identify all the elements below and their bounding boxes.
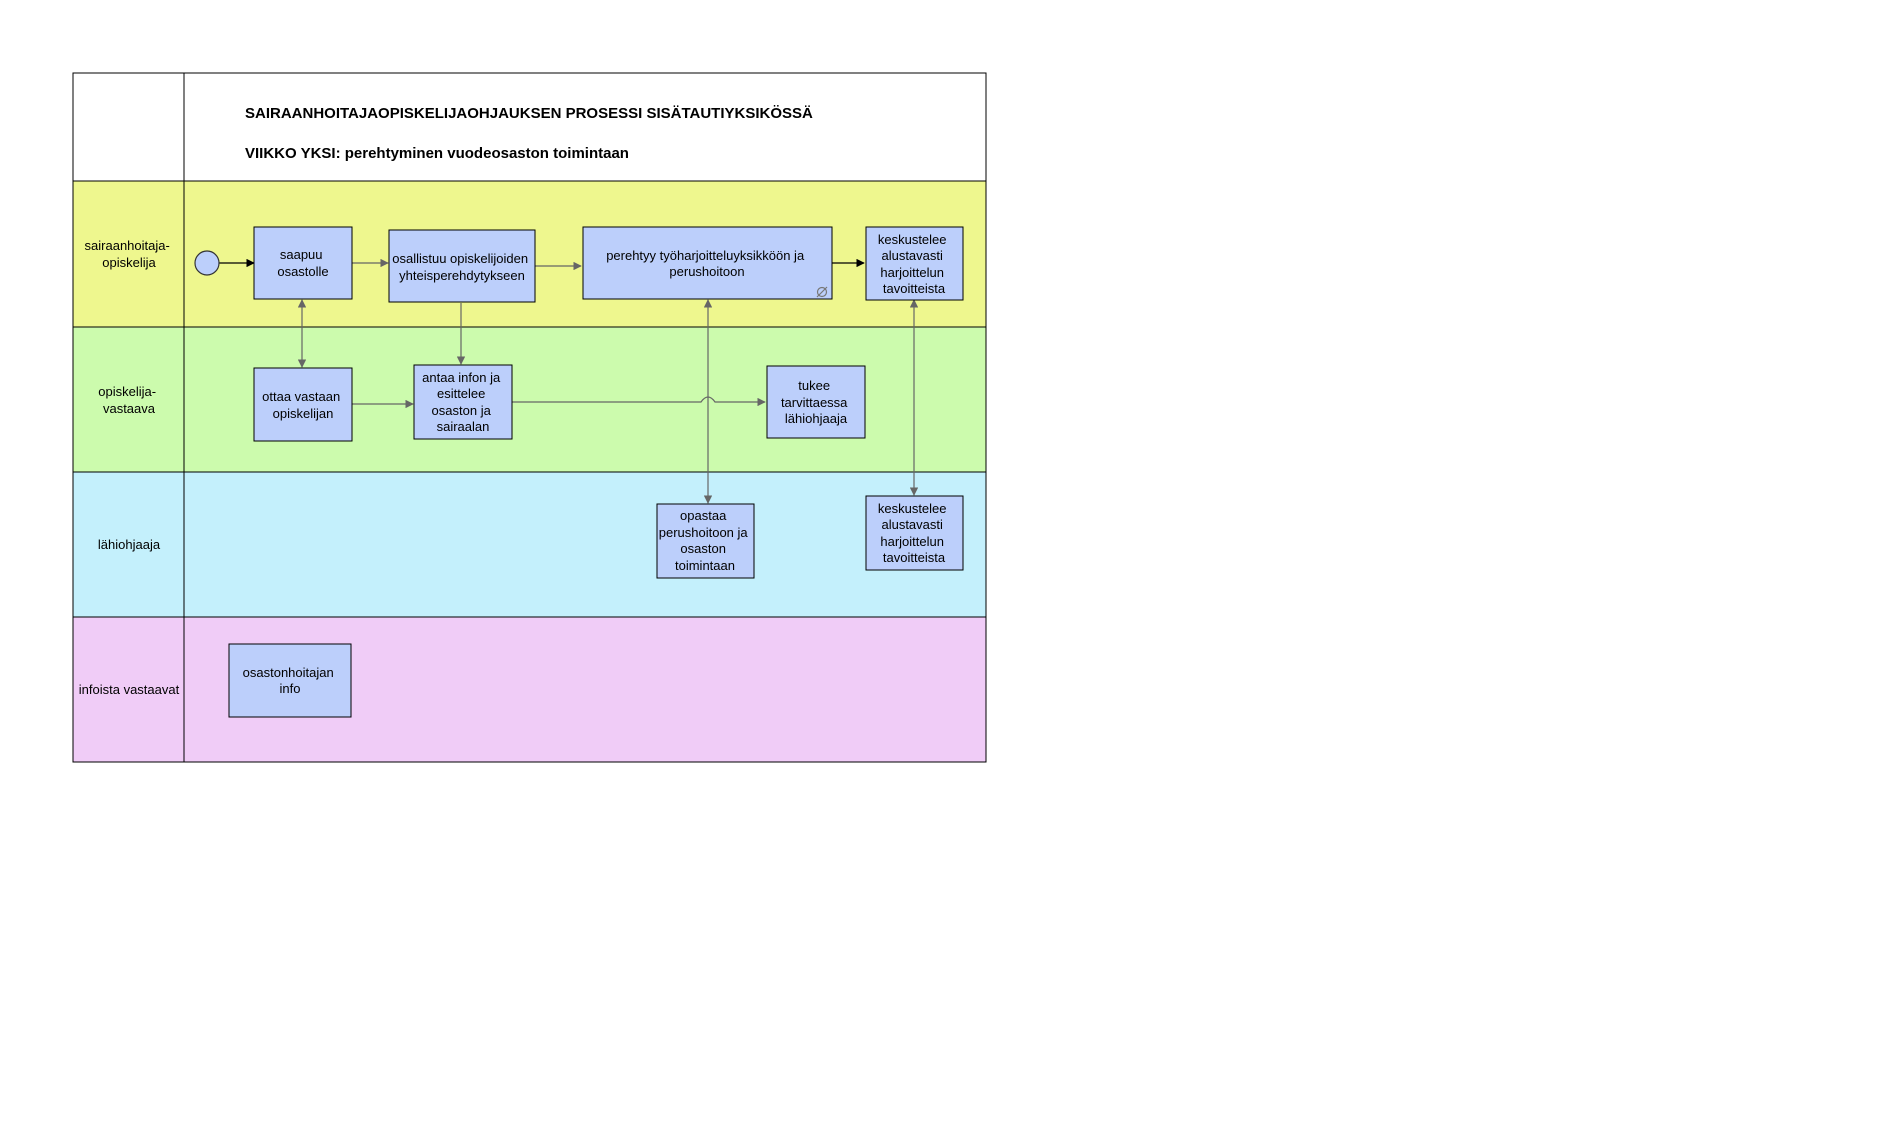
task-label: keskustelee alustavasti harjoittelun tav… xyxy=(878,232,950,296)
task-label: antaa infon ja esittelee osaston ja sair… xyxy=(422,370,504,434)
task-osallistuu-yhteisperehdytykseen[interactable]: osallistuu opiskelijoiden yhteisperehdyt… xyxy=(388,229,536,303)
task-label: ottaa vastaan opiskelijan xyxy=(262,389,344,421)
lane-label-line: vastaava xyxy=(103,401,156,416)
lane-label-line: opiskelija- xyxy=(98,384,156,399)
task-keskustelee-opiskelija[interactable]: keskustelee alustavasti harjoittelun tav… xyxy=(865,226,964,301)
task-label-line: osaston xyxy=(680,541,726,556)
task-label-line: alustavasti xyxy=(881,248,943,263)
task-label-line: opastaa xyxy=(680,508,727,523)
task-box[interactable] xyxy=(228,643,352,718)
loop-marker-icon xyxy=(816,286,828,298)
lane-lahiohjaaja: lähiohjaaja xyxy=(72,471,987,618)
task-label: tukee tarvittaessa lähiohjaaja xyxy=(781,378,851,426)
lane-label: lähiohjaaja xyxy=(98,537,161,552)
task-label-line: saapuu xyxy=(280,247,323,262)
task-label-line: osastolle xyxy=(277,264,328,279)
lane-label: opiskelija- vastaava xyxy=(98,384,159,416)
task-box[interactable] xyxy=(253,226,353,300)
task-label: keskustelee alustavasti harjoittelun tav… xyxy=(878,501,950,565)
task-label-line: osaston ja xyxy=(432,403,492,418)
task-label-line: osastonhoitajan xyxy=(243,665,334,680)
task-label-line: keskustelee xyxy=(878,232,947,247)
task-label-line: toimintaan xyxy=(675,558,735,573)
task-label-line: harjoittelun xyxy=(880,534,944,549)
task-label-line: tukee xyxy=(798,378,830,393)
task-label-line: info xyxy=(280,681,301,696)
task-label-line: osallistuu opiskelijoiden xyxy=(392,251,528,266)
task-label-line: tavoitteista xyxy=(883,281,946,296)
task-label-line: sairaalan xyxy=(437,419,490,434)
task-label: osallistuu opiskelijoiden yhteisperehdyt… xyxy=(392,251,531,283)
lane-label-line: opiskelija xyxy=(102,255,156,270)
task-label-line: harjoittelun xyxy=(880,265,944,280)
task-label-line: opiskelijan xyxy=(273,406,334,421)
task-box[interactable] xyxy=(388,229,536,303)
task-label-line: tarvittaessa xyxy=(781,395,848,410)
task-label-line: perushoitoon xyxy=(669,264,744,279)
start-event[interactable] xyxy=(194,250,220,276)
task-tukee-lahiohjaaja[interactable]: tukee tarvittaessa lähiohjaaja xyxy=(766,365,866,439)
task-label: osastonhoitajan info xyxy=(243,665,338,696)
task-box[interactable] xyxy=(413,364,513,440)
task-saapuu-osastolle[interactable]: saapuu osastolle xyxy=(253,226,353,300)
lane-background xyxy=(72,616,987,763)
task-box[interactable] xyxy=(766,365,866,439)
lane-label: infoista vastaavat xyxy=(79,682,180,697)
lane-label-line: sairaanhoitaja- xyxy=(85,238,170,253)
task-label-line: antaa infon ja xyxy=(422,370,501,385)
lane-label-line: lähiohjaaja xyxy=(98,537,161,552)
connectors xyxy=(219,258,919,504)
task-label-line: perehtyy työharjoitteluyksikköön ja xyxy=(606,248,805,263)
task-box[interactable] xyxy=(865,495,964,571)
task-opastaa-perushoitoon[interactable]: opastaa perushoitoon ja osaston toiminta… xyxy=(656,503,755,579)
task-label-line: keskustelee xyxy=(878,501,947,516)
task-ottaa-vastaan-opiskelijan[interactable]: ottaa vastaan opiskelijan xyxy=(253,367,353,442)
diagram-subtitle: VIIKKO YKSI: perehtyminen vuodeosaston t… xyxy=(245,145,629,162)
task-box[interactable] xyxy=(656,503,755,579)
task-label: opastaa perushoitoon ja osaston toiminta… xyxy=(659,508,752,573)
task-label-line: ottaa vastaan xyxy=(262,389,340,404)
task-label: perehtyy työharjoitteluyksikköön ja peru… xyxy=(606,248,808,279)
lane-label: sairaanhoitaja- opiskelija xyxy=(85,238,174,270)
task-box[interactable] xyxy=(865,226,964,301)
task-box[interactable] xyxy=(253,367,353,442)
task-label-line: alustavasti xyxy=(881,517,943,532)
header-corner xyxy=(72,72,185,182)
task-label-line: tavoitteista xyxy=(883,550,946,565)
header-title-area xyxy=(183,72,987,182)
task-perehtyy-perushoitoon[interactable]: perehtyy työharjoitteluyksikköön ja peru… xyxy=(582,226,833,300)
task-keskustelee-lahiohjaaja[interactable]: keskustelee alustavasti harjoittelun tav… xyxy=(865,495,964,571)
task-label-line: lähiohjaaja xyxy=(785,411,848,426)
task-antaa-infon[interactable]: antaa infon ja esittelee osaston ja sair… xyxy=(413,364,513,440)
task-label-line: esittelee xyxy=(437,386,485,401)
lane-label-line: infoista vastaavat xyxy=(79,682,180,697)
diagram-title: SAIRAANHOITAJAOPISKELIJAOHJAUKSEN PROSES… xyxy=(245,105,813,122)
task-label: saapuu osastolle xyxy=(277,247,328,279)
task-osastonhoitajan-info[interactable]: osastonhoitajan info xyxy=(228,643,352,718)
lane-background xyxy=(72,471,987,618)
task-label-line: yhteisperehdytykseen xyxy=(399,268,525,283)
task-box[interactable] xyxy=(582,226,833,300)
task-label-line: perushoitoon ja xyxy=(659,525,749,540)
lane-infoista-vastaavat: infoista vastaavat xyxy=(72,616,987,763)
